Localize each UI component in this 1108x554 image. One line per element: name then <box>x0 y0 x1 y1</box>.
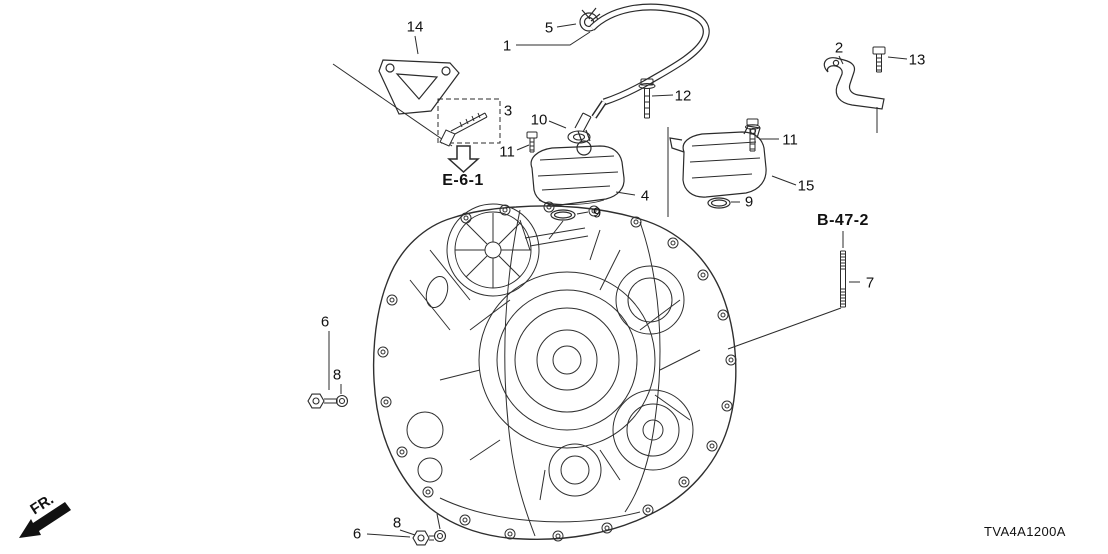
strainer-cover-4 <box>530 129 625 206</box>
sealing-washer-8-upper <box>335 394 349 408</box>
ref-label-b-47-2: B-47-2 <box>817 212 869 229</box>
bolt-11-left <box>526 131 538 153</box>
bolt-3 <box>437 98 501 147</box>
bolt-12 <box>638 78 656 119</box>
callout-12: 12 <box>674 87 692 105</box>
sealing-washer-8-lower <box>433 529 447 543</box>
callout-9: 9 <box>744 193 754 211</box>
callout-5: 5 <box>544 19 554 37</box>
drain-plug-6-upper <box>307 393 338 409</box>
oring-9-left <box>550 209 576 221</box>
atf-hose-1 <box>589 3 710 119</box>
bolt-13 <box>872 46 886 73</box>
callout-14: 14 <box>406 18 424 36</box>
diagram-part-code: TVA4A1200A <box>984 524 1066 539</box>
oring-9-right <box>707 197 731 209</box>
leader-lines <box>328 23 908 538</box>
transmission-body <box>372 201 737 542</box>
callout-7: 7 <box>865 274 875 292</box>
fr-direction-arrow <box>19 502 71 538</box>
drain-plug-6-lower <box>412 530 434 546</box>
atf-strainer-15 <box>669 125 767 198</box>
bolt-11-right <box>745 118 760 152</box>
callout-6: 6 <box>320 313 330 331</box>
dashed-box <box>437 98 501 144</box>
callout-1: 1 <box>502 37 512 55</box>
callout-6: 6 <box>352 525 362 543</box>
callout-3: 3 <box>503 102 513 120</box>
callout-10: 10 <box>530 111 548 129</box>
e61-reference-arrow <box>447 145 480 174</box>
ref-label-e-6-1: E-6-1 <box>442 172 484 189</box>
callout-15: 15 <box>797 177 815 195</box>
callout-8: 8 <box>332 366 342 384</box>
callout-4: 4 <box>640 187 650 205</box>
callout-2: 2 <box>834 39 844 57</box>
gasket-14 <box>378 59 460 115</box>
callout-11: 11 <box>782 131 798 149</box>
stud-bolt-7 <box>840 250 846 308</box>
callout-11: 11 <box>499 143 515 161</box>
bolt-bosses <box>377 201 737 542</box>
pipe-stay-2 <box>823 57 885 110</box>
joint-fitting-10 <box>567 112 592 144</box>
callout-8: 8 <box>392 514 402 532</box>
callout-13: 13 <box>908 51 926 69</box>
callout-9: 9 <box>592 204 602 222</box>
